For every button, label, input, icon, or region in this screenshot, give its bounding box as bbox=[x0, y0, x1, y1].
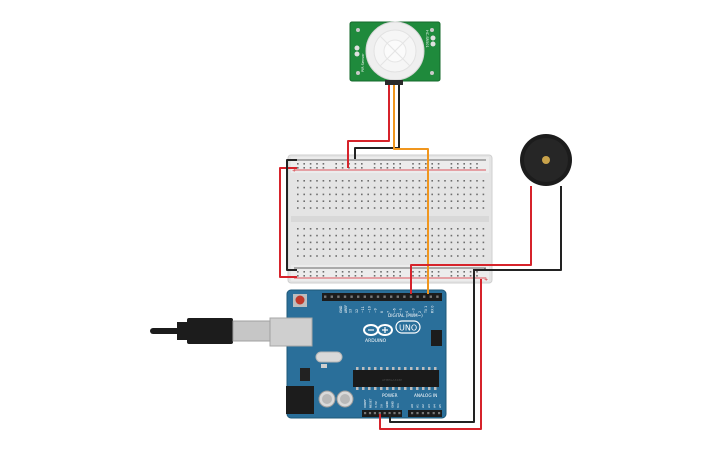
digital-pin-label: ~5 bbox=[399, 308, 403, 313]
piezo-buzzer[interactable] bbox=[520, 134, 572, 186]
model-label: UNO bbox=[399, 324, 417, 333]
analog-pin-label: A5 bbox=[438, 404, 442, 408]
wire-5v-rail[interactable] bbox=[379, 279, 482, 430]
analog-pin-label: A3 bbox=[427, 404, 431, 408]
analog-pin-label: A4 bbox=[432, 404, 436, 408]
digital-pin-label: 4 bbox=[405, 311, 409, 313]
wire-pir-signal[interactable] bbox=[393, 95, 429, 294]
brand-label: ARDUINO bbox=[365, 338, 387, 344]
digital-pin-label: TX 1 bbox=[424, 306, 428, 314]
analog-header-label: ANALOG IN bbox=[414, 393, 437, 398]
power-pin-label: IOREF bbox=[363, 399, 367, 408]
digital-header-label: DIGITAL (PWM~) bbox=[388, 313, 423, 318]
wire-buzzer-plus[interactable] bbox=[410, 186, 532, 294]
pir-left-label: PIR Sensor bbox=[361, 53, 365, 72]
digital-pin-label: 8 bbox=[380, 311, 384, 313]
pir-right-label: HC-SR501 bbox=[425, 30, 429, 48]
digital-pin-label: ~11 bbox=[361, 306, 365, 313]
wire-pir-gnd[interactable] bbox=[354, 95, 400, 159]
rail-plus-bottom: + bbox=[484, 277, 488, 283]
gnd-label: GND bbox=[339, 305, 343, 313]
breadboard-holes bbox=[297, 163, 485, 277]
power-jack bbox=[286, 386, 314, 414]
power-analog-header-holes bbox=[364, 412, 441, 415]
aref-label: AREF bbox=[344, 305, 348, 313]
digital-pin-label: 2 bbox=[418, 311, 422, 313]
power-pin-label: GND bbox=[391, 400, 395, 408]
digital-pin-label: RX 0 bbox=[430, 306, 434, 313]
arduino-logo-icon bbox=[363, 324, 393, 336]
usb-cable bbox=[150, 318, 271, 344]
wire-pir-vcc[interactable] bbox=[347, 95, 390, 168]
power-pin-label: RESET bbox=[369, 398, 373, 408]
microcontroller-chip bbox=[353, 370, 439, 387]
digital-pin-label: ~3 bbox=[412, 308, 416, 313]
digital-pin-label: 12 bbox=[355, 309, 359, 313]
power-pin-label: Vin bbox=[396, 403, 400, 408]
digital-pin-label: 13 bbox=[349, 309, 353, 313]
power-pin-label: 3.3V bbox=[374, 400, 378, 408]
power-header-label: POWER bbox=[382, 393, 398, 398]
digital-pin-label: ~9 bbox=[374, 308, 378, 313]
pir-sensor[interactable]: PIR Sensor HC-SR501 bbox=[349, 21, 441, 95]
usb-port bbox=[269, 317, 313, 347]
digital-pin-label: 7 bbox=[386, 311, 390, 313]
digital-pin-label: ~6 bbox=[393, 308, 397, 313]
wire-buzzer-minus[interactable] bbox=[473, 186, 562, 271]
analog-pin-label: A0 bbox=[410, 404, 414, 408]
breadboard[interactable]: + - + - bbox=[287, 154, 493, 284]
chip-label: ATMEGA328P bbox=[382, 378, 402, 382]
analog-pin-label: A2 bbox=[421, 404, 425, 408]
wire-rail-minus-left[interactable] bbox=[286, 159, 297, 271]
rail-plus-top: + bbox=[292, 168, 296, 174]
digital-header-holes bbox=[324, 295, 439, 298]
analog-pin-label: A1 bbox=[416, 404, 420, 408]
power-pin-label: 5V bbox=[380, 403, 384, 408]
digital-pin-label: ~10 bbox=[367, 306, 371, 313]
wire-rail-plus-left[interactable] bbox=[279, 167, 297, 278]
wire-gnd-rail[interactable] bbox=[389, 271, 475, 423]
wires bbox=[279, 95, 562, 430]
power-pin-label: GND bbox=[385, 400, 389, 408]
